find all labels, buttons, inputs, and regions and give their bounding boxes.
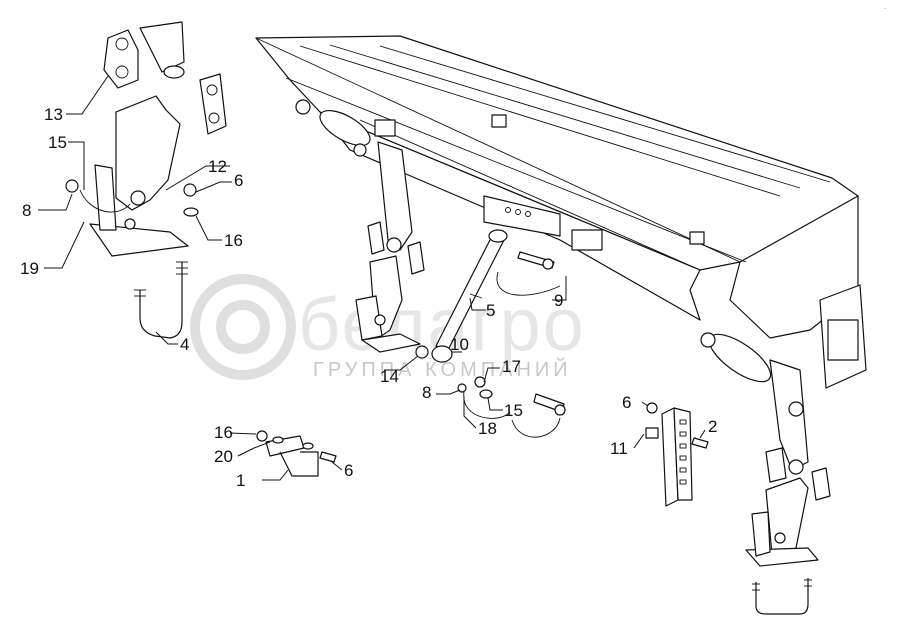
callout-10: 10	[450, 335, 469, 354]
callout-16: 16	[224, 231, 243, 250]
retaining-cable	[79, 189, 131, 213]
pivot-plates	[103, 21, 227, 135]
hopper-body	[255, 35, 867, 475]
callout-17: 17	[502, 357, 521, 376]
callout-6: 16	[214, 423, 233, 442]
handle-bracket	[256, 430, 337, 477]
callout-12: 12	[208, 157, 227, 176]
callout-8: 8	[422, 383, 431, 402]
callout-4: 4	[180, 335, 189, 354]
telescopic-strut	[415, 229, 561, 363]
hinge-bracket	[689, 231, 705, 245]
watermark-logo-ring	[190, 274, 296, 380]
callout-15: 15	[504, 401, 523, 420]
callout-9: 9	[554, 291, 563, 310]
middle-support-stand	[355, 221, 425, 353]
callout-8: 8	[22, 201, 31, 220]
snap-ring	[65, 179, 79, 193]
hinge-bracket	[491, 114, 507, 128]
washer	[183, 207, 199, 217]
callout-20: 1	[236, 471, 245, 490]
callout-6: 6	[234, 171, 243, 190]
left-support-stand	[65, 95, 199, 339]
callout-14: 14	[380, 367, 399, 386]
callout-5: 5	[486, 301, 495, 320]
callouts: 13 15 12 6 8 16 19 4 9 5 10 14 17 8 15 1…	[20, 105, 717, 490]
callout-18: 18	[478, 419, 497, 438]
right-support-stand	[745, 447, 831, 615]
callout-2: 2	[708, 417, 717, 436]
watermark-logo-core	[216, 300, 270, 354]
callout-6: 6	[622, 393, 631, 412]
slotted-bracket	[645, 402, 709, 507]
leader-lines	[38, 75, 706, 481]
callout-1: 6	[344, 461, 353, 480]
callout-15: 15	[48, 133, 67, 152]
callout-16: 20	[214, 447, 233, 466]
callout-19: 19	[20, 259, 39, 278]
nut	[183, 183, 197, 197]
callout-11: 11	[610, 439, 628, 458]
corner-mark: -	[884, 6, 886, 12]
u-bolt	[139, 262, 183, 339]
callout-13: 13	[44, 105, 63, 124]
